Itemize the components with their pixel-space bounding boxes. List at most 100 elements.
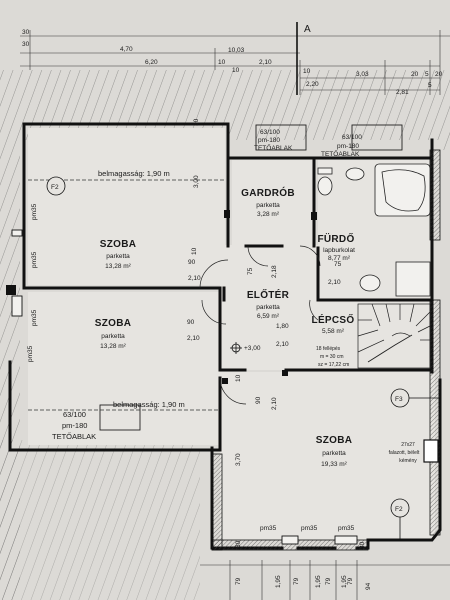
bottom-dimension-texts: 79 1,95 79 1,95 79 1,95 79 94 (235, 575, 372, 590)
skylight-3-size: 63/100 (63, 410, 86, 419)
room-eloter-name: ELŐTÉR (247, 288, 290, 301)
ceiling-height-top: belmagasság: 1,90 m (98, 169, 170, 178)
bottom-dimension-lines (200, 560, 450, 600)
toilet (317, 176, 333, 196)
pm35-left-3: pm35 (31, 309, 38, 326)
elevation-mark: +3,00 (230, 342, 261, 354)
chimney-label: kémény (399, 458, 417, 464)
dim-10-a: 10 (218, 59, 226, 66)
room-szoba-2-name: SZOBA (95, 318, 132, 329)
dim-b-8: 94 (365, 582, 372, 590)
room-lepcso-name: LÉPCSŐ (312, 313, 355, 326)
dim-b-6: 1,95 (341, 575, 348, 588)
skylight-1-size: 63/100 (260, 129, 280, 136)
door-90-c: 90 (255, 396, 262, 404)
marker-f3-text: F3 (395, 396, 403, 403)
top-dimension-texts: 30 30 4,70 10,03 6,20 10 10 2,10 10 3,03… (22, 29, 443, 96)
door-dimensions: 90 2,10 75 2,18 75 2,10 90 2,10 1,80 2,1… (187, 259, 342, 410)
dim-303: 3,03 (356, 71, 369, 78)
pm35-bottom-2: pm35 (301, 525, 318, 532)
pm35-left-1: pm35 (31, 203, 38, 220)
room-furdo-floor: lapburkolat (323, 247, 355, 254)
room-szoba-1-name: SZOBA (100, 239, 137, 250)
skylight-3-pm: pm-180 (62, 421, 87, 430)
dim-10-b: 10 (232, 67, 240, 74)
dim-b-2: 1,95 (275, 575, 282, 588)
dim-5-b: 5 (428, 82, 432, 89)
skylight-1-pm: pm-180 (258, 137, 280, 144)
room-floors (28, 128, 435, 540)
room-szoba-2-area: 13,28 m² (100, 343, 126, 350)
dim-v-10-b: 10 (235, 374, 242, 382)
dim-30-b: 30 (22, 41, 30, 48)
marker-f2-bottom-text: F2 (395, 506, 403, 513)
door-210-d: 2,10 (276, 341, 289, 348)
door-90-b: 90 (187, 319, 195, 326)
hatched-walls (211, 149, 441, 551)
room-eloter-area: 6,59 m² (257, 313, 280, 320)
washer (359, 274, 381, 292)
dim-v-30-b: 30 (235, 540, 242, 548)
dim-470: 4,70 (120, 46, 133, 53)
marker-f2-top: F2 (46, 176, 66, 196)
dim-v-30: 30 (193, 118, 200, 126)
bathroom-fixtures (317, 163, 431, 297)
pm35-bottom-1: pm35 (260, 525, 277, 532)
dim-20-b: 20 (435, 71, 443, 78)
dim-30-a: 30 (22, 29, 30, 36)
dim-20-a: 20 (411, 71, 419, 78)
room-eloter-floor: parketta (256, 304, 280, 311)
marker-f2-top-text: F2 (51, 184, 59, 191)
room-szoba-3-area: 19,33 m² (321, 461, 347, 468)
dim-1003: 10,03 (228, 47, 245, 54)
chimney-size: 27x27 (401, 442, 415, 448)
chimney-note: 27x27 falazott, bélelt kémény (389, 442, 420, 464)
door-75-b: 75 (334, 261, 342, 268)
door-180: 1,80 (276, 323, 289, 330)
room-szoba-1-floor: parketta (106, 253, 130, 260)
room-lepcso-area: 5,58 m² (322, 328, 345, 335)
room-gardrob-area: 3,28 m² (257, 211, 280, 218)
dim-v-30-c: 30 (359, 541, 366, 549)
stair-note: 18 fellépés m = 30 cm sz = 17,22 cm (316, 346, 349, 368)
window-labels: pm35 pm35 pm35 pm35 pm35 pm35 pm35 (27, 203, 355, 532)
columns (6, 210, 317, 384)
room-gardrob-floor: parketta (256, 202, 280, 209)
sink (345, 167, 365, 181)
pm35-bottom-3: pm35 (338, 525, 355, 532)
skylight-top-right: 63/100 pm-180 TETŐABLAK (321, 134, 362, 158)
room-furdo-area: 8,77 m² (328, 255, 351, 262)
dim-281: 2,81 (396, 89, 409, 96)
marker-f3: F3 (390, 388, 440, 408)
dim-10-c: 10 (303, 68, 311, 75)
elevation-value: +3,00 (244, 345, 261, 352)
room-szoba-1-area: 13,28 m² (105, 263, 131, 270)
dim-620: 6,20 (145, 59, 158, 66)
door-90-a: 90 (188, 259, 196, 266)
skylight-bottom: 63/100 pm-180 TETŐABLAK (52, 410, 96, 441)
room-szoba-3-name: SZOBA (316, 435, 353, 446)
pm35-left-2: pm35 (31, 251, 38, 268)
stair-note-m: m = 30 cm (320, 354, 343, 360)
top-dimension-lines (20, 30, 450, 95)
chimney-material: falazott, bélelt (389, 450, 420, 456)
pm35-left-4: pm35 (27, 345, 34, 362)
skylight-3-label: TETŐABLAK (52, 432, 96, 441)
side-dimensions: 3,00 10 3,70 10 30 30 30 (191, 118, 366, 549)
stair-arrow (367, 334, 413, 363)
ceiling-height-bottom: belmagasság: 1,90 m (113, 400, 185, 409)
bathtub-basin (381, 169, 426, 212)
skylight-top-left: 63/100 pm-180 TETŐABLAK (254, 129, 293, 152)
staircase (357, 303, 431, 369)
toilet-tank (317, 167, 333, 175)
stair-note-steps: 18 fellépés (316, 346, 341, 352)
shower-tray (395, 261, 431, 297)
door-218: 2,18 (271, 265, 278, 278)
room-furdo-name: FÜRDŐ (317, 232, 354, 245)
dim-5: 5 (425, 71, 429, 78)
dim-v-300: 3,00 (193, 175, 200, 188)
dim-v-370: 3,70 (235, 453, 242, 466)
door-210-c: 2,10 (187, 335, 200, 342)
skylight-boxes (99, 124, 403, 431)
